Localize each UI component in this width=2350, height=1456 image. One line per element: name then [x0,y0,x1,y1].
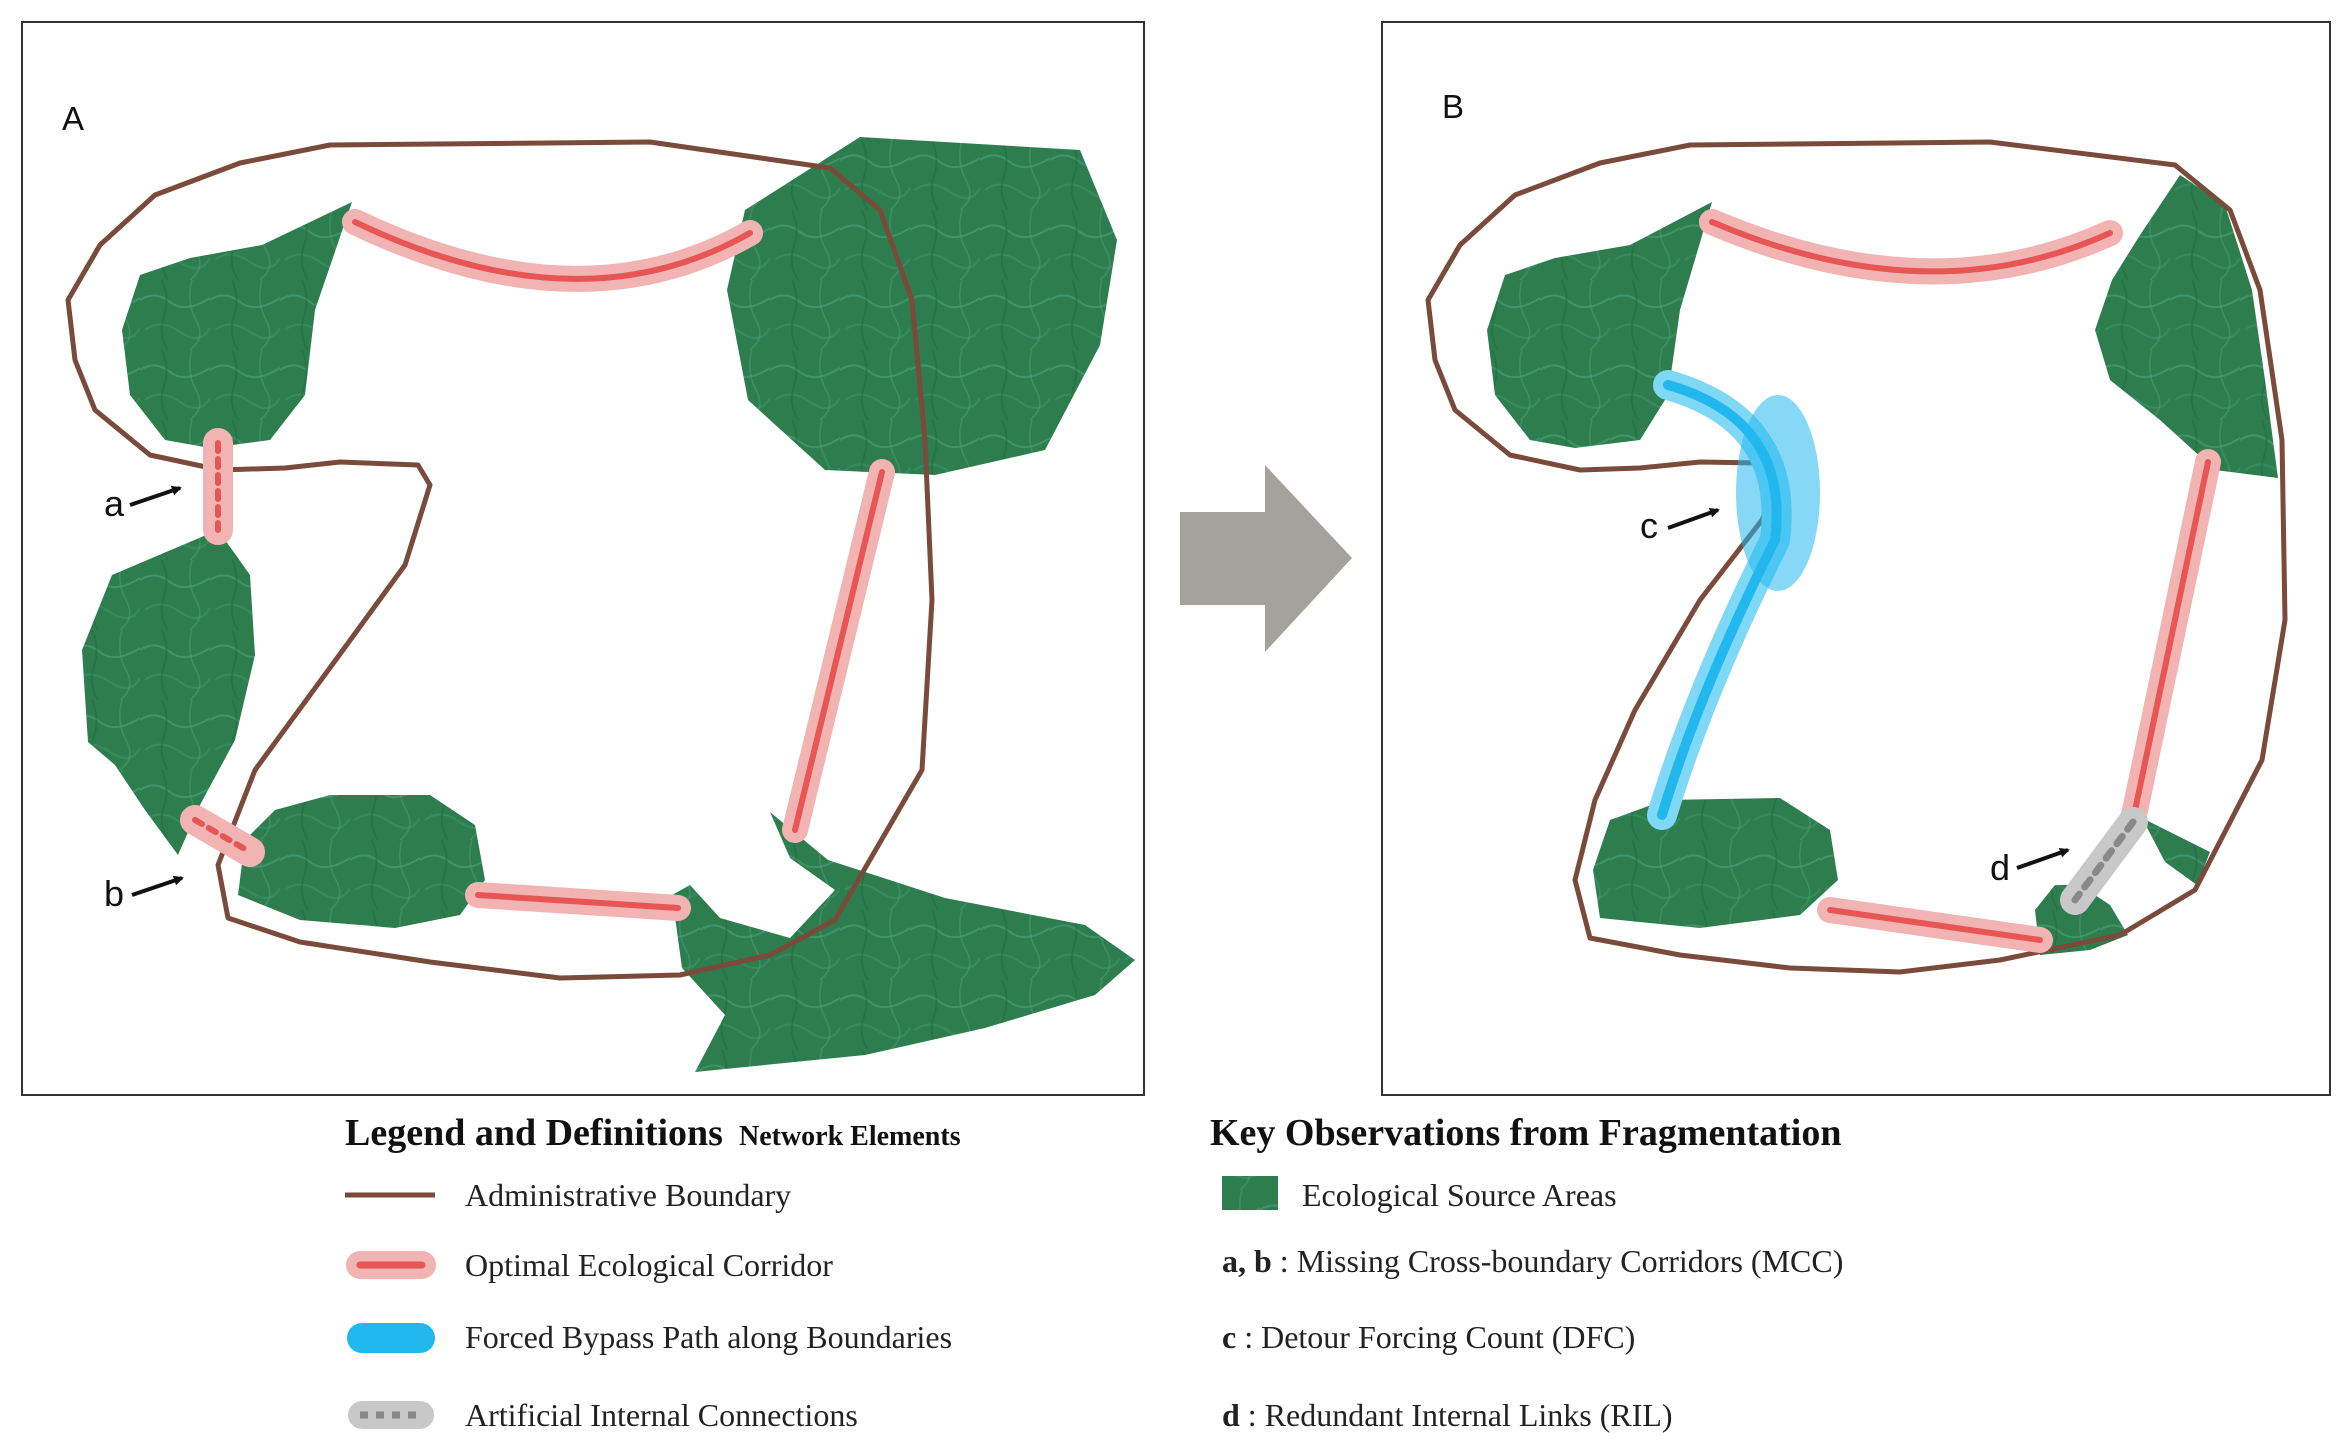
artificial-internal-link-core [2071,818,2137,904]
legend-title: Legend and Definitions Network Elements [345,1112,961,1154]
legend-label-boundary: Administrative Boundary [465,1177,791,1213]
legend-label-bypass: Forced Bypass Path along Boundaries [465,1319,952,1355]
source-area-a4 [238,795,485,928]
source-area-a3 [82,530,255,855]
callout-b-arrow [131,875,184,897]
bypass-detour-zone [1736,395,1820,591]
source-area-b2 [2095,175,2278,478]
observation-dfc: c : Detour Forcing Count (DFC) [1222,1319,1635,1355]
corridor-b-bottom-core [1827,907,2043,943]
source-area-a1 [122,202,352,448]
administrative-boundary-a [65,139,935,981]
callout-d-label: d [1990,847,2010,888]
corridors-b [1647,209,2221,953]
callout-c-arrow [1667,508,1720,530]
legend-label-corridor: Optimal Ecological Corridor [465,1247,833,1283]
legend-label-artificial: Artificial Internal Connections [465,1397,858,1433]
observation-ril-key: d [1222,1397,1240,1433]
callout-b-label: b [104,873,124,914]
transition-arrow [1180,465,1352,652]
observations: Key Observations from Fragmentation Ecol… [1210,1112,1843,1433]
observation-mcc-key: a, b [1222,1243,1272,1279]
observation-mcc-text: : Missing Cross-boundary Corridors (MCC) [1272,1243,1844,1279]
corridor-a-right-core [792,469,885,833]
observation-mcc: a, b : Missing Cross-boundary Corridors … [1222,1243,1843,1279]
observation-source-swatch [1222,1176,1278,1210]
corridor-b-top-core [1709,219,2113,275]
source-area-a5 [672,812,1135,1072]
source-area-b5 [2142,818,2210,885]
source-area-b3 [1593,798,1838,928]
legend-title-text: Legend and Definitions [345,1112,723,1154]
legend: Legend and Definitions Network Elements … [345,1112,961,1433]
source-area-a2 [727,137,1117,475]
observation-ril: d : Redundant Internal Links (RIL) [1222,1397,1673,1433]
corridor-a-bottom-core [475,892,681,911]
callout-a-arrow [129,485,182,507]
corridor-a-top-core [352,219,753,282]
observation-dfc-key: c [1222,1319,1236,1355]
panel-a: A a b [21,21,1145,1096]
missing-corridor-b-core [192,817,253,855]
callout-c-label: c [1640,505,1658,546]
panel-b: B c d [1381,21,2331,1096]
panel-a-letter: A [62,100,84,137]
observation-ril-text: : Redundant Internal Links (RIL) [1240,1397,1673,1433]
legend-subtitle: Network Elements [739,1121,961,1152]
observations-title: Key Observations from Fragmentation [1210,1112,1842,1154]
administrative-boundary-b [1425,139,2288,975]
corridor-b-right-core [2130,459,2211,823]
observation-dfc-text: : Detour Forcing Count (DFC) [1236,1319,1635,1355]
panel-b-letter: B [1442,88,1464,125]
callout-d-arrow [2016,847,2070,870]
observation-source-label: Ecological Source Areas [1302,1177,1617,1213]
corridors-a [180,209,895,921]
callout-a-label: a [104,483,125,524]
